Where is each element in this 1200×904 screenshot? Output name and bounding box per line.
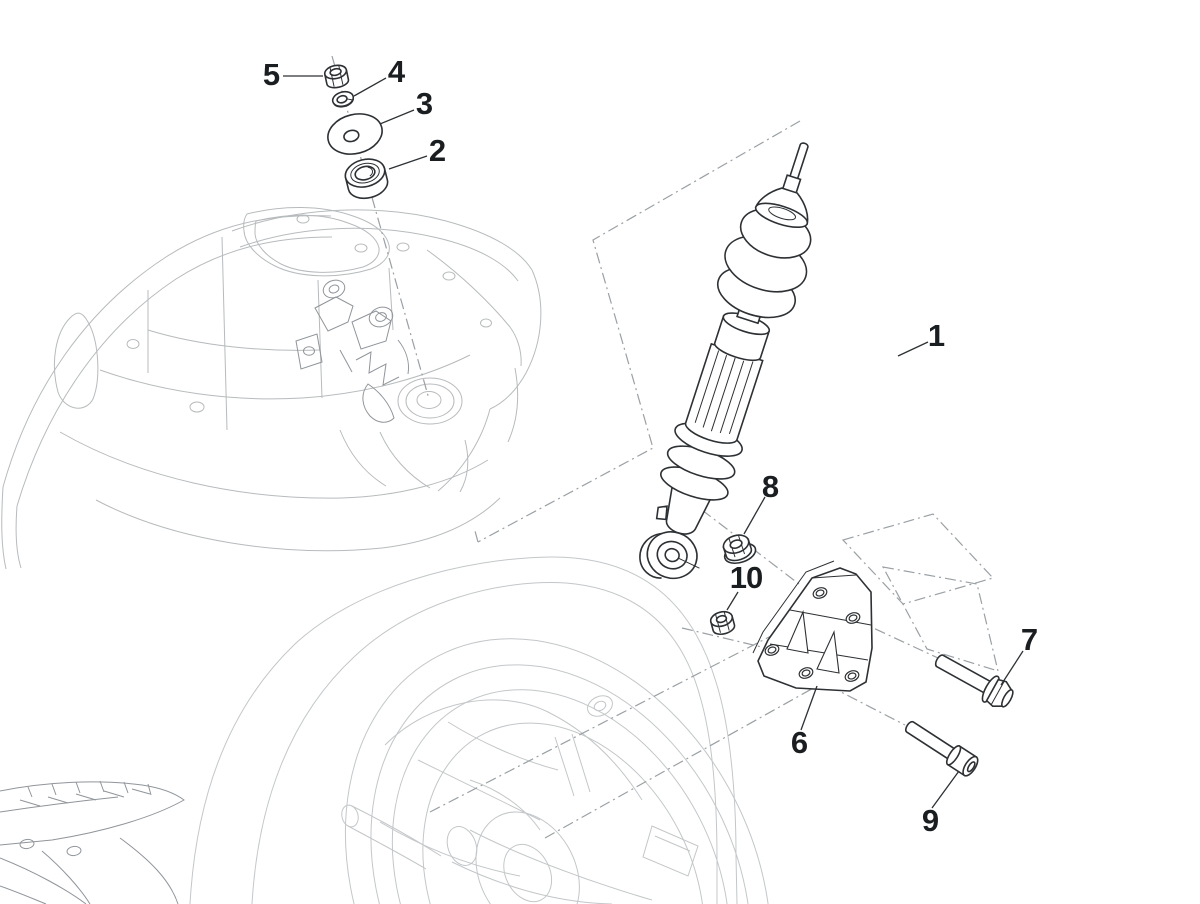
part-label-1: 1 — [927, 318, 945, 353]
centerlines — [331, 55, 999, 839]
leader-lines — [283, 75, 1024, 809]
part-label-4: 4 — [387, 54, 405, 89]
socket-bolt-drawing — [904, 720, 979, 777]
part-label-9: 9 — [921, 803, 939, 838]
upper-nut-drawing — [323, 64, 350, 89]
part-label-6: 6 — [790, 725, 808, 760]
engine-detail-lines — [341, 695, 699, 904]
rear-wheel-drawing — [189, 556, 772, 904]
bushing-drawing — [344, 158, 389, 200]
spring-washer-drawing — [331, 90, 355, 108]
part-label-10: 10 — [729, 560, 763, 595]
flange-nut-drawing — [722, 534, 757, 565]
frame-background-drawing — [1, 206, 542, 570]
part-label-2: 2 — [428, 133, 446, 168]
flange-bolt-drawing — [934, 654, 1014, 708]
shock-absorber-drawing — [639, 142, 812, 580]
frame-hinge-cluster — [295, 279, 409, 423]
floorboard-drawing — [0, 780, 185, 904]
bracket-drawing — [752, 560, 873, 692]
hex-nut-drawing — [709, 610, 736, 635]
part-label-8: 8 — [761, 469, 779, 504]
flat-washer-drawing — [327, 113, 383, 155]
part-label-5: 5 — [262, 57, 280, 92]
part-label-3: 3 — [415, 86, 433, 121]
part-label-7: 7 — [1020, 622, 1038, 657]
